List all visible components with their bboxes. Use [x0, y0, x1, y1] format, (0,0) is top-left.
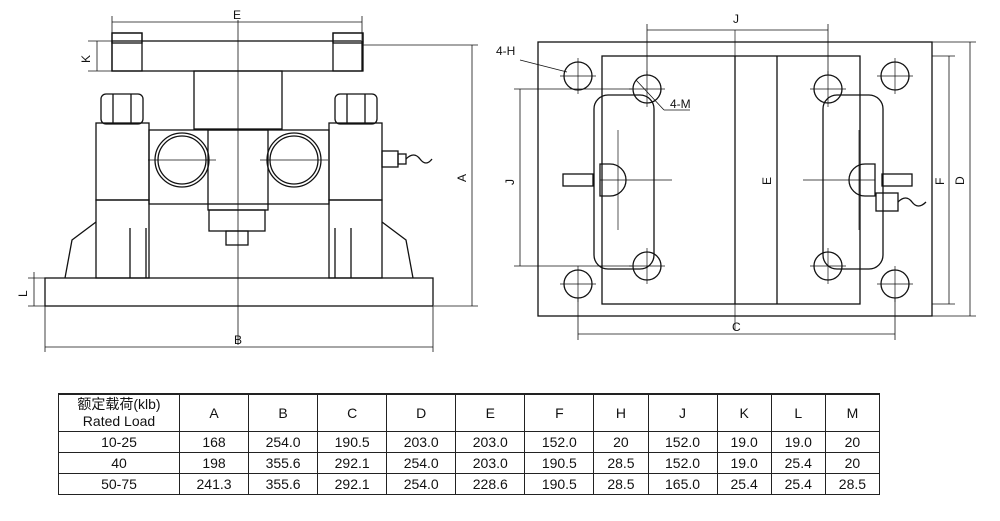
table-cell: 241.3 — [178, 473, 250, 495]
table-header-row: 额定载荷(klb) Rated Load A B C D E F H J K L… — [58, 393, 881, 432]
table-cell: 203.0 — [455, 431, 526, 453]
table-row: 50-75 241.3 355.6 292.1 254.0 228.6 190.… — [58, 473, 881, 495]
rated-load-header: 额定载荷(klb) Rated Load — [58, 393, 180, 432]
dim-label-j-top: J — [733, 12, 739, 26]
table-cell: 190.5 — [524, 473, 595, 495]
table-row: 10-25 168 254.0 190.5 203.0 203.0 152.0 … — [58, 431, 881, 453]
table-cell: 25.4 — [770, 473, 826, 495]
rated-load-cell: 40 — [58, 452, 180, 474]
column-header: C — [317, 393, 388, 432]
side-view — [28, 16, 478, 352]
table-cell: 28.5 — [593, 473, 649, 495]
dim-label-d: D — [953, 176, 967, 185]
table-cell: 254.0 — [386, 452, 457, 474]
column-header: L — [770, 393, 826, 432]
dim-label-j-left: J — [503, 179, 517, 185]
dim-label-e-side: E — [233, 8, 241, 22]
table-cell: 19.0 — [716, 452, 772, 474]
table-cell: 228.6 — [455, 473, 526, 495]
table-cell: 203.0 — [455, 452, 526, 474]
dim-label-k: K — [79, 55, 93, 63]
rated-load-header-en: Rated Load — [82, 413, 156, 429]
column-header: H — [593, 393, 649, 432]
table-cell: 20 — [824, 452, 881, 474]
rated-load-header-cn: 额定载荷(klb) — [77, 396, 161, 412]
column-header: D — [386, 393, 457, 432]
table-cell: 20 — [593, 431, 649, 453]
dim-label-b: B — [234, 333, 242, 347]
table-cell: 28.5 — [824, 473, 881, 495]
callout-4-h: 4-H — [496, 44, 515, 58]
table-cell: 190.5 — [524, 452, 595, 474]
dim-label-f: F — [933, 178, 947, 185]
table-cell: 152.0 — [647, 452, 718, 474]
table-cell: 198 — [178, 452, 250, 474]
dim-label-a: A — [455, 174, 469, 182]
table-cell: 25.4 — [716, 473, 772, 495]
table-cell: 19.0 — [716, 431, 772, 453]
column-header: B — [248, 393, 319, 432]
table-cell: 254.0 — [248, 431, 319, 453]
rated-load-cell: 10-25 — [58, 431, 180, 453]
table-cell: 25.4 — [770, 452, 826, 474]
table-cell: 19.0 — [770, 431, 826, 453]
table-cell: 152.0 — [647, 431, 718, 453]
dim-label-e-top: E — [760, 177, 774, 185]
table-cell: 190.5 — [317, 431, 388, 453]
table-cell: 152.0 — [524, 431, 595, 453]
table-cell: 165.0 — [647, 473, 718, 495]
column-header: M — [824, 393, 881, 432]
table-cell: 254.0 — [386, 473, 457, 495]
dimension-table: 额定载荷(klb) Rated Load A B C D E F H J K L… — [58, 393, 881, 495]
table-cell: 203.0 — [386, 431, 457, 453]
column-header: J — [647, 393, 718, 432]
table-cell: 20 — [824, 431, 881, 453]
table-cell: 355.6 — [248, 452, 319, 474]
table-cell: 168 — [178, 431, 250, 453]
callout-4-m: 4-M — [670, 97, 691, 111]
column-header: E — [455, 393, 526, 432]
column-header: F — [524, 393, 595, 432]
table-cell: 28.5 — [593, 452, 649, 474]
table-cell: 355.6 — [248, 473, 319, 495]
column-header: K — [716, 393, 772, 432]
dim-label-l: L — [16, 290, 30, 297]
rated-load-cell: 50-75 — [58, 473, 180, 495]
dim-label-c: C — [732, 320, 741, 334]
table-row: 40 198 355.6 292.1 254.0 203.0 190.5 28.… — [58, 452, 881, 474]
top-view — [514, 24, 976, 340]
column-header: A — [178, 393, 250, 432]
table-cell: 292.1 — [317, 452, 388, 474]
table-cell: 292.1 — [317, 473, 388, 495]
